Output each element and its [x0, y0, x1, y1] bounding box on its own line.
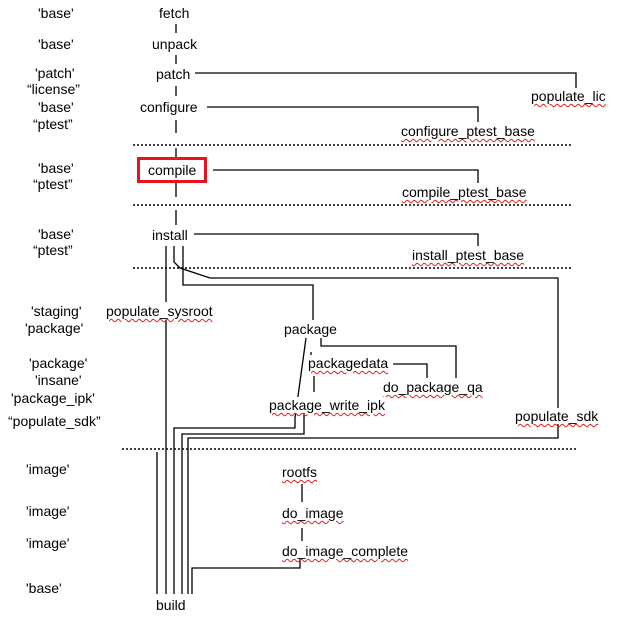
edge-install-ptest [194, 233, 479, 246]
label-install-ptest: “ptest” [33, 242, 73, 258]
label-compile-base: 'base' [38, 160, 74, 176]
edge-imagecomplete-build [191, 557, 301, 594]
task-fetch: fetch [158, 5, 191, 21]
label-insane: 'insane' [35, 372, 82, 388]
task-rootfs: rootfs [281, 464, 319, 480]
label-fetch-class: 'base' [38, 5, 74, 21]
edge-install-package [182, 246, 314, 320]
task-package-write-ipk: package_write_ipk [268, 397, 386, 413]
edge-patch-populate-lic [195, 72, 577, 88]
task-configure: configure [139, 99, 199, 115]
task-packagedata: packagedata [307, 355, 390, 371]
edge-configure-ptest [207, 106, 479, 122]
task-package: package [283, 321, 338, 337]
task-install-ptest-base: install_ptest_base [411, 247, 526, 263]
label-package: 'package' [25, 320, 84, 336]
task-build: build [155, 597, 187, 613]
task-compile-ptest-base: compile_ptest_base [401, 184, 528, 200]
label-build-base: 'base' [26, 580, 62, 596]
edge-ipk-build [181, 412, 305, 594]
task-do-image-complete: do_image_complete [281, 543, 410, 559]
label-image-2: 'image' [26, 503, 70, 519]
task-populate-sdk: populate_sdk [514, 408, 600, 424]
label-image-1: 'image' [26, 461, 70, 477]
edge-sdk-build [187, 424, 559, 594]
label-configure-base: 'base' [38, 99, 74, 115]
label-staging: 'staging' [31, 303, 82, 319]
label-image-3: 'image' [26, 535, 70, 551]
edge-package-build [173, 337, 307, 594]
edge-packagedata-qa [393, 363, 428, 378]
label-patch-class: 'patch' [35, 65, 75, 81]
label-package-2: 'package' [29, 355, 88, 371]
edge-compile-ptest [213, 169, 479, 183]
task-patch: patch [155, 66, 192, 82]
task-do-package-qa: do_package_qa [382, 379, 484, 395]
label-license-class: “license” [27, 81, 80, 97]
task-configure-ptest-base: configure_ptest_base [400, 123, 536, 139]
edge-install-populate-sdk [173, 246, 559, 408]
label-populate-sdk: “populate_sdk” [8, 413, 101, 429]
task-do-image: do_image [281, 505, 345, 521]
task-populate-sysroot: populate_sysroot [105, 303, 214, 319]
task-populate-lic: populate_lic [530, 88, 607, 104]
task-install: install [151, 227, 189, 243]
label-package-ipk: 'package_ipk' [11, 390, 95, 406]
label-install-base: 'base' [38, 226, 74, 242]
label-configure-ptest: “ptest” [33, 116, 73, 132]
task-compile-highlighted: compile [136, 157, 208, 183]
label-compile-ptest: “ptest” [33, 176, 73, 192]
edge-package-qa [320, 338, 457, 378]
label-unpack-class: 'base' [38, 36, 74, 52]
task-unpack: unpack [151, 36, 199, 52]
